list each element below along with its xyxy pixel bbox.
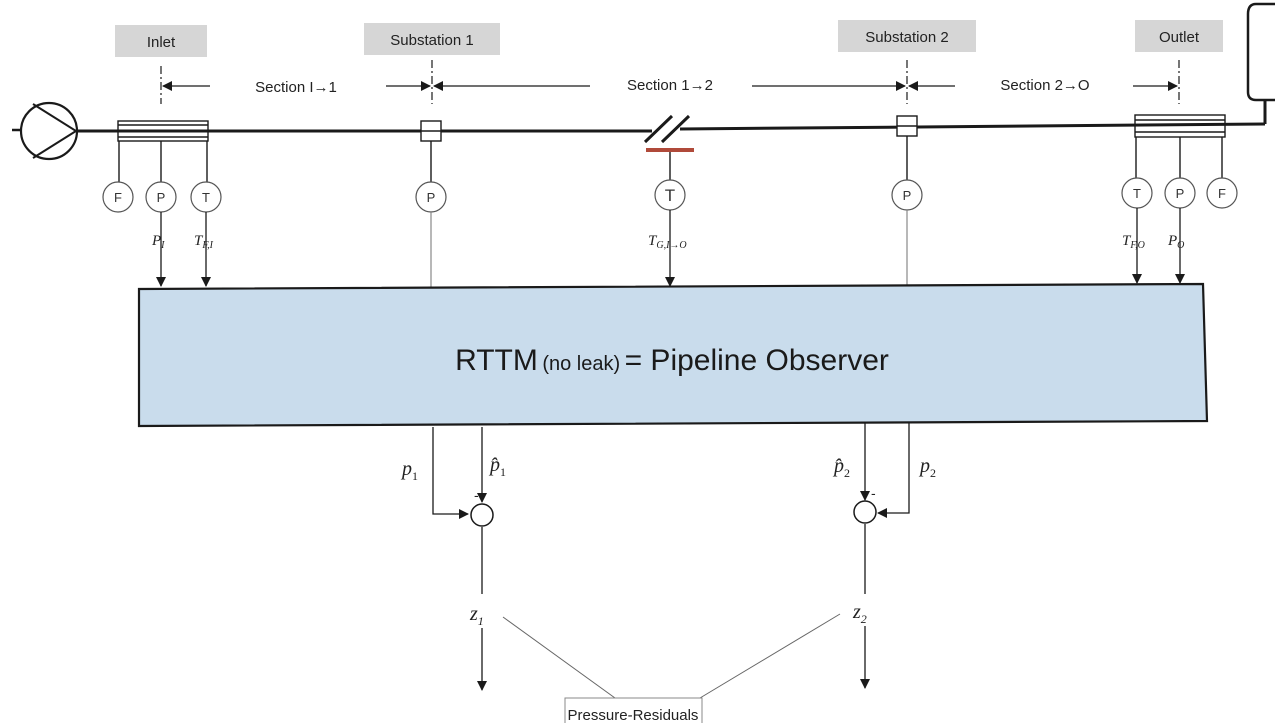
observer-label: RTTM (no leak) = Pipeline Observer — [455, 344, 889, 377]
substation1-tag: Substation 1 — [364, 23, 500, 55]
section-1-2-label: Section 1→2 — [627, 77, 713, 94]
outlet-meter — [1134, 114, 1226, 180]
residual-lines — [432, 423, 910, 691]
signal-lines-in — [156, 208, 1185, 287]
outlet-temperature-signal: TF,O — [1122, 233, 1145, 251]
pipeline — [77, 100, 1267, 133]
substation1-label: Substation 1 — [390, 32, 473, 49]
inlet-meter — [117, 120, 209, 182]
minus-sign-2: - — [871, 485, 876, 501]
inlet-temperature-signal: TF,I — [194, 233, 214, 251]
substation2-tap — [896, 115, 918, 182]
substation1-pressure-instrument: P — [427, 190, 436, 205]
inlet-flow-instrument: F — [114, 190, 122, 205]
pressure-residuals-label: Pressure-Residuals — [568, 707, 699, 723]
inlet-pressure-signal: PI — [151, 233, 165, 251]
inlet-tag: Inlet — [115, 25, 207, 57]
estimated-p1-label: p̂1 — [488, 454, 506, 479]
substation-pressure-lines — [430, 210, 908, 288]
substation2-pressure-instrument: P — [903, 188, 912, 203]
observer-block: RTTM (no leak) = Pipeline Observer — [137, 282, 1209, 428]
inlet-label: Inlet — [147, 34, 176, 51]
ground-temperature-instrument: T — [665, 186, 675, 205]
tank-icon — [1246, 2, 1275, 102]
section-2-o-label: Section 2→O — [1000, 77, 1089, 94]
residual-z1-label: z1 — [469, 603, 484, 628]
residual-z2-label: z2 — [852, 601, 867, 626]
section-i-1-label: Section I→1 — [255, 79, 337, 96]
outlet-label: Outlet — [1159, 29, 1200, 46]
summing-junction-1 — [470, 503, 494, 527]
outlet-temperature-instrument: T — [1133, 186, 1141, 201]
outlet-tag: Outlet — [1135, 20, 1223, 52]
ground-temperature-signal: TG,I→O — [648, 233, 687, 251]
caption-leaders — [502, 613, 841, 699]
pump-icon — [12, 101, 79, 161]
minus-sign-1: - — [474, 487, 479, 503]
substation1-tap — [420, 120, 442, 182]
measured-p2-label: p2 — [918, 455, 936, 480]
estimated-p2-label: p̂2 — [832, 455, 850, 480]
summing-junction-2 — [853, 500, 877, 524]
inlet-temperature-instrument: T — [202, 190, 210, 205]
pipe-break-mark — [643, 114, 694, 181]
outlet-pressure-instrument: P — [1176, 186, 1185, 201]
station-markers — [160, 60, 1180, 104]
summing-junctions — [470, 500, 877, 527]
outlet-flow-instrument: F — [1218, 186, 1226, 201]
substation2-label: Substation 2 — [865, 29, 948, 46]
outlet-pressure-signal: PO — [1167, 233, 1184, 251]
substation2-tag: Substation 2 — [838, 20, 976, 52]
measured-p1-label: p1 — [400, 458, 418, 483]
pressure-residuals-caption: Pressure-Residuals — [564, 697, 703, 723]
inlet-pressure-instrument: P — [157, 190, 166, 205]
